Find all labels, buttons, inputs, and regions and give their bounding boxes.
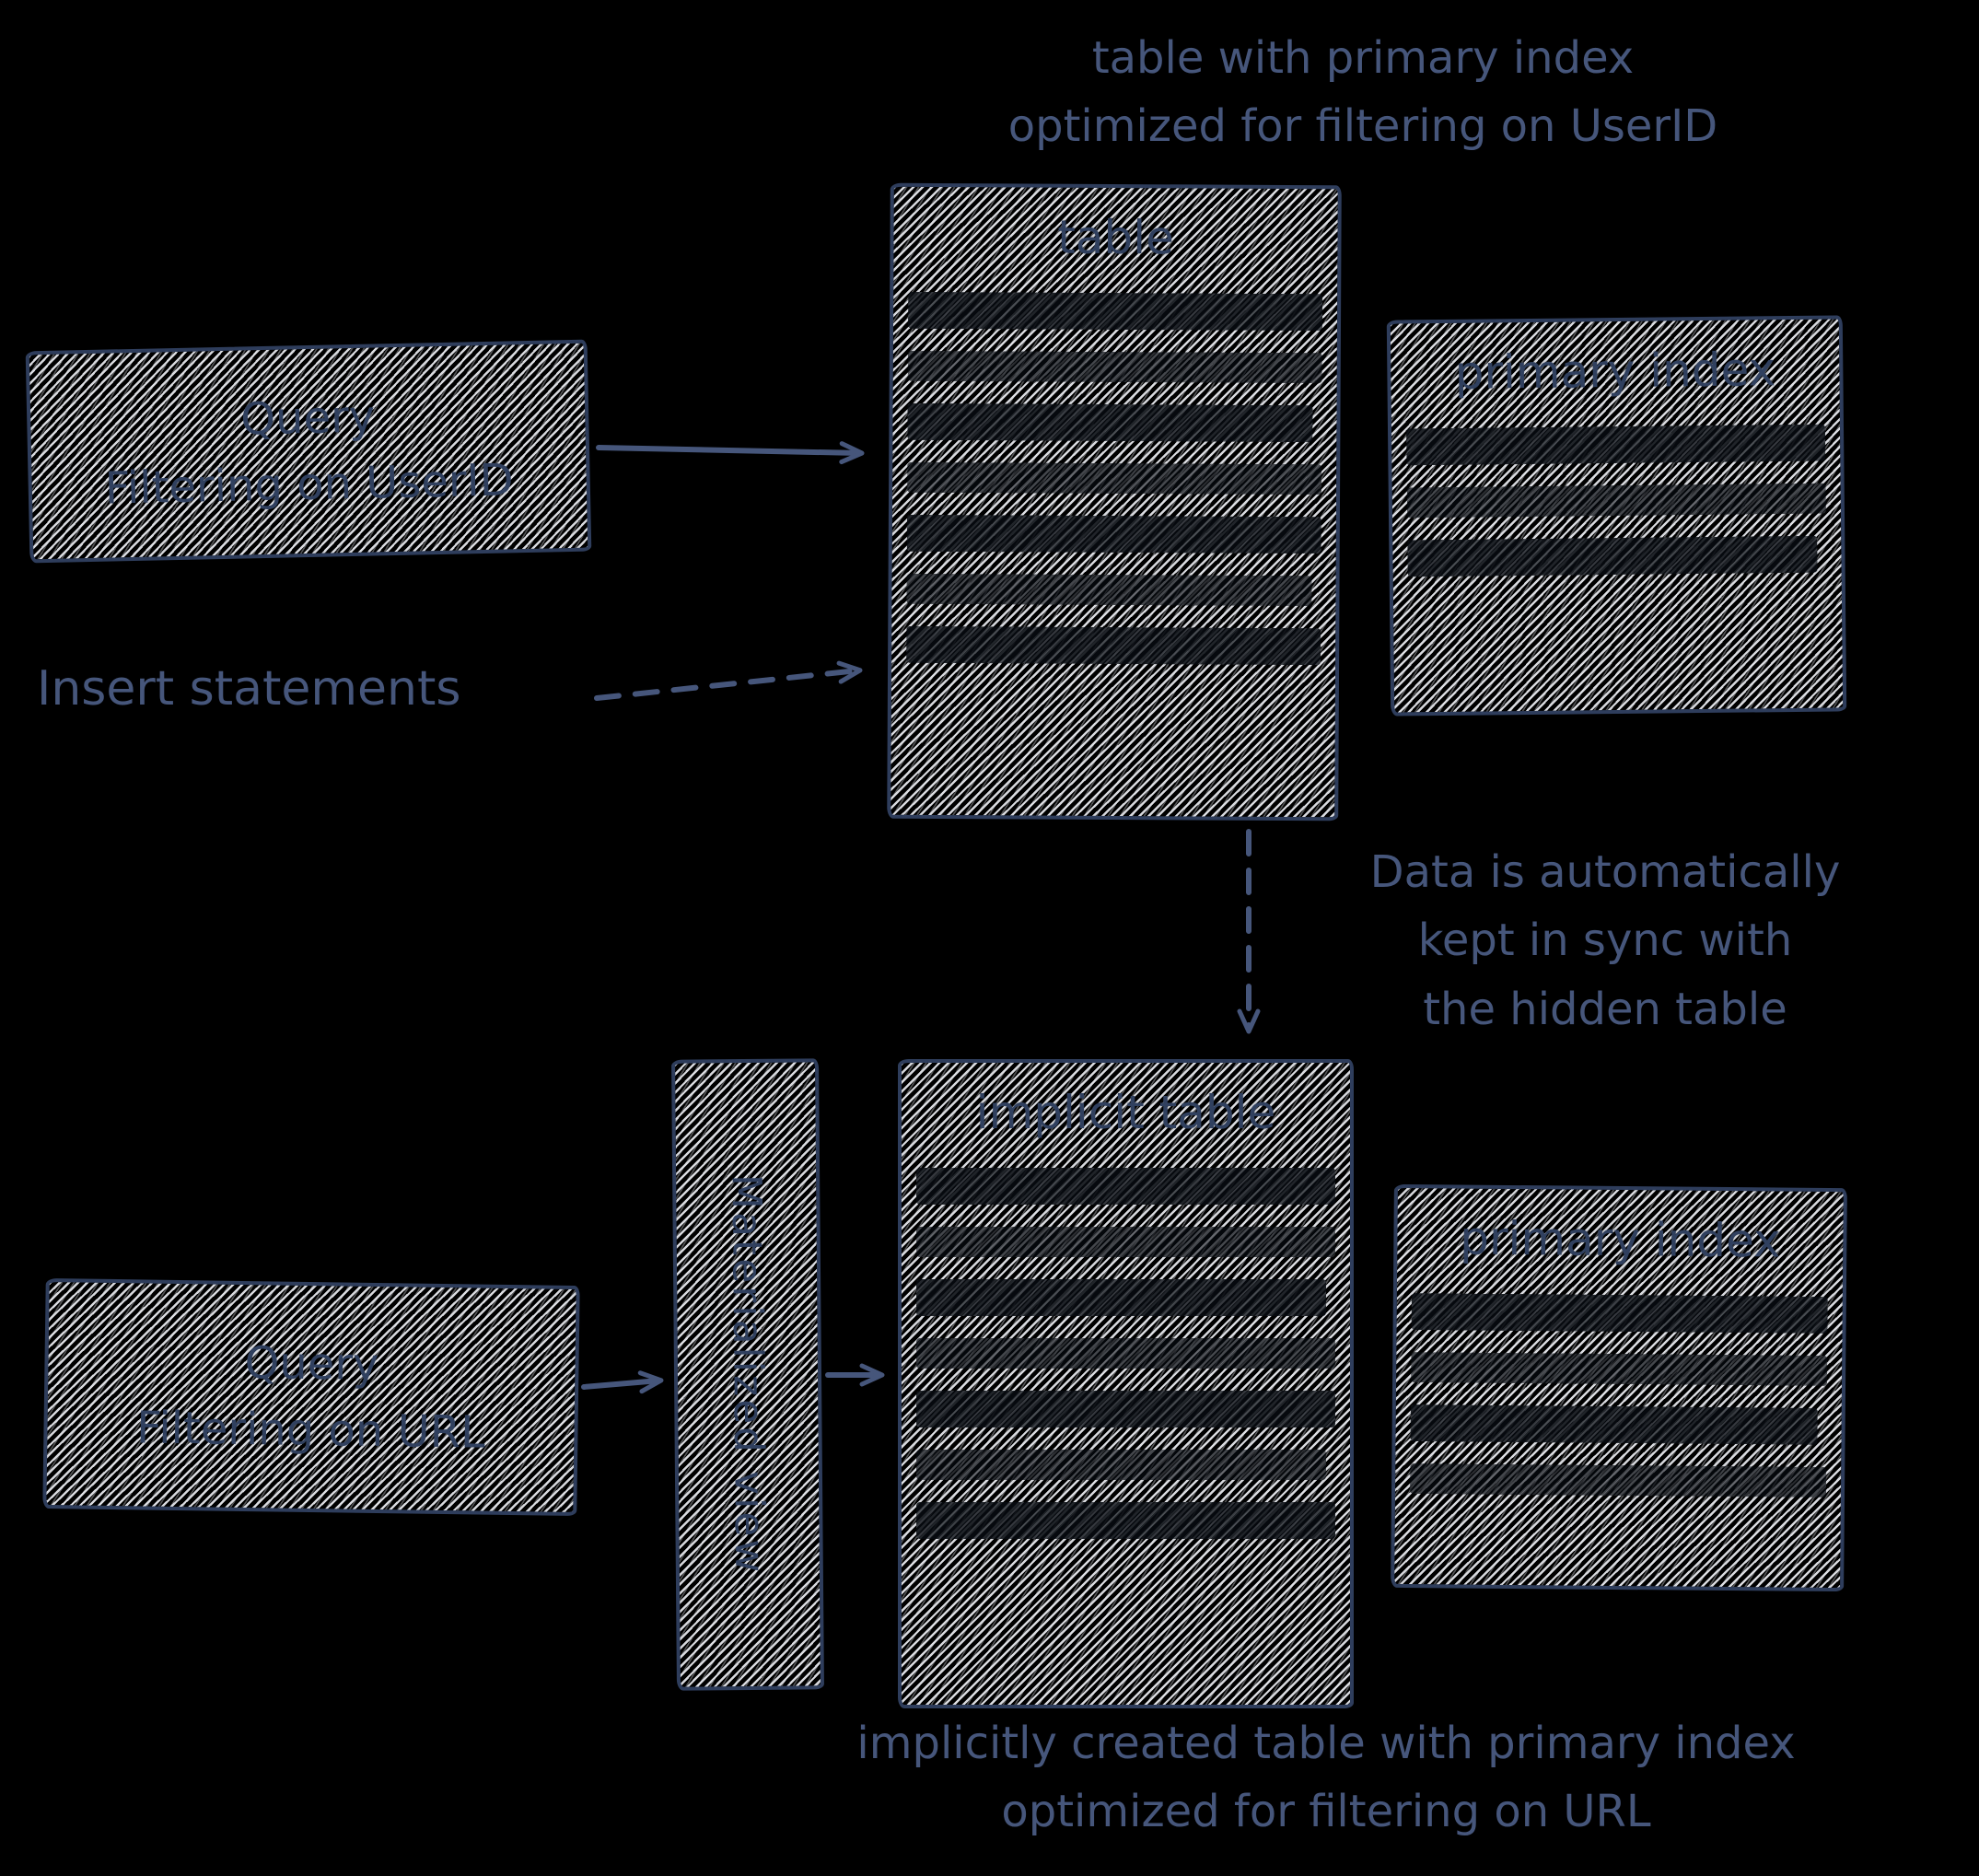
insert-statements-label: Insert statements (37, 661, 461, 717)
query-url-line2: Filtering on URL (135, 1402, 486, 1459)
table-row-stripe (1411, 1292, 1828, 1334)
query-userid-line1: Query (239, 390, 376, 446)
table-row-stripe (907, 402, 1313, 442)
table-row-stripe (916, 1337, 1335, 1369)
primary-index-top-box: primary index (1386, 315, 1847, 717)
table-row-stripe (906, 573, 1312, 606)
primary-index-bottom-box: primary index (1391, 1183, 1847, 1592)
query-userid-line2: Filtering on UserID (104, 454, 515, 515)
table-row-stripe (916, 1501, 1335, 1539)
table-row-stripe (1411, 1351, 1828, 1386)
table-row-stripe (1410, 1404, 1818, 1445)
primary-index-top-title: primary index (1454, 343, 1776, 400)
top-caption-line1: table with primary index (1091, 32, 1635, 84)
table-row-stripe (907, 350, 1322, 383)
table-box: table (887, 182, 1342, 821)
materialized-view-box: Materialized view (671, 1058, 824, 1691)
query-userid-arrow (596, 441, 865, 465)
table-row-stripe (916, 1167, 1335, 1205)
table-row-stripe (1406, 483, 1826, 518)
primary-index-top-rows (1405, 424, 1827, 577)
table-row-stripe (916, 1449, 1326, 1480)
bottom-caption: implicitly created table with primary in… (783, 1709, 1869, 1847)
table-row-stripe (916, 1226, 1335, 1257)
primary-index-bottom-rows (1409, 1292, 1828, 1497)
top-caption: table with primary index optimized for f… (829, 24, 1897, 161)
table-rows (906, 291, 1323, 665)
table-row-stripe (1407, 535, 1818, 577)
table-row-stripe (906, 625, 1321, 665)
table-row-stripe (907, 291, 1323, 331)
query-url-box: Query Filtering on URL (42, 1277, 580, 1517)
top-caption-line2: optimized for filtering on UserID (1007, 100, 1718, 153)
table-row-stripe (916, 1278, 1326, 1316)
table-row-stripe (907, 461, 1322, 495)
query-url-arrow (581, 1370, 664, 1394)
table-row-stripe (906, 514, 1321, 553)
bottom-caption-line2: optimized for filtering on URL (1001, 1786, 1651, 1838)
implicit-table-rows (916, 1167, 1335, 1539)
materialized-view-label: Materialized view (722, 1173, 774, 1576)
sync-caption-line1: Data is automatically (1369, 846, 1841, 898)
query-url-line1: Query (244, 1336, 379, 1392)
query-userid-text: Query Filtering on UserID (30, 379, 588, 524)
implicit-table-box: implicit table (898, 1059, 1354, 1708)
table-box-title: table (1057, 210, 1174, 265)
sync-caption-line2: kept in sync with (1417, 915, 1793, 967)
sync-caption-line3: the hidden table (1423, 983, 1787, 1035)
sync-caption: Data is automatically kept in sync with … (1287, 838, 1923, 1043)
implicit-table-title: implicit table (975, 1086, 1276, 1139)
insert-statements-arrow (594, 660, 863, 701)
table-row-stripe (1405, 424, 1826, 465)
primary-index-bottom-title: primary index (1459, 1211, 1781, 1268)
bottom-caption-line1: implicitly created table with primary in… (856, 1718, 1796, 1769)
table-row-stripe (916, 1390, 1335, 1427)
table-row-stripe (1409, 1462, 1827, 1497)
query-userid-box: Query Filtering on UserID (25, 339, 592, 564)
query-url-text: Query Filtering on URL (47, 1327, 576, 1467)
